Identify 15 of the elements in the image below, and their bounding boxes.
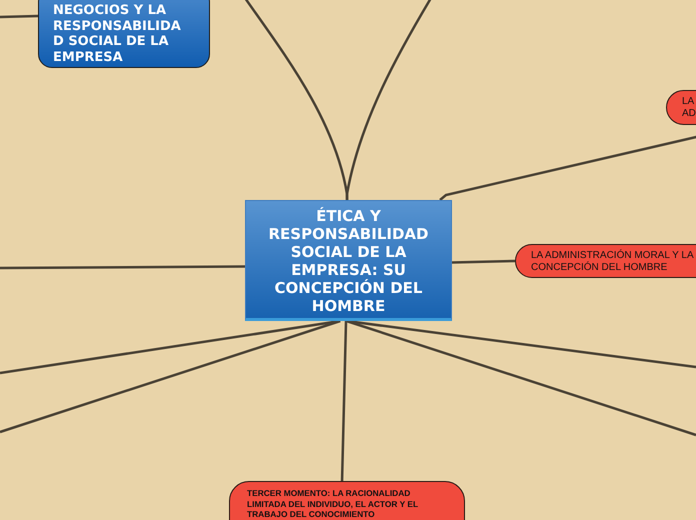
connector-line xyxy=(452,260,516,264)
topic-label: NEGOCIOS Y LA RESPONSABILIDAD SOCIAL DE LA EMPRESA xyxy=(53,3,182,65)
connector-line xyxy=(346,0,432,200)
topic-pill xyxy=(515,244,696,278)
connector-line xyxy=(0,320,341,434)
topic-label: ÉTICA Y RESPONSABILIDAD SOCIAL DE LA EMPRESA: SU CONCEPCIÓN DEL HOMBRE xyxy=(268,207,430,315)
central-topic-box xyxy=(245,200,452,321)
topic-label: LA ADMINISTRACIÓN MORAL Y LA CONCEPCIÓN DEL HOMBRE xyxy=(531,250,694,274)
connector-line xyxy=(346,320,696,436)
connector-line xyxy=(340,320,348,482)
connector-line xyxy=(0,265,245,270)
subtopic-box xyxy=(38,0,210,68)
topic-label: TERCER MOMENTO: LA RACIONALIDAD LIMITADA DEL INDIVIDUO, EL ACTOR Y EL TRABAJO DEL CONOCIMIENTO xyxy=(247,488,419,520)
topic-label: LA AD xyxy=(682,96,696,120)
connector-line xyxy=(0,14,38,18)
